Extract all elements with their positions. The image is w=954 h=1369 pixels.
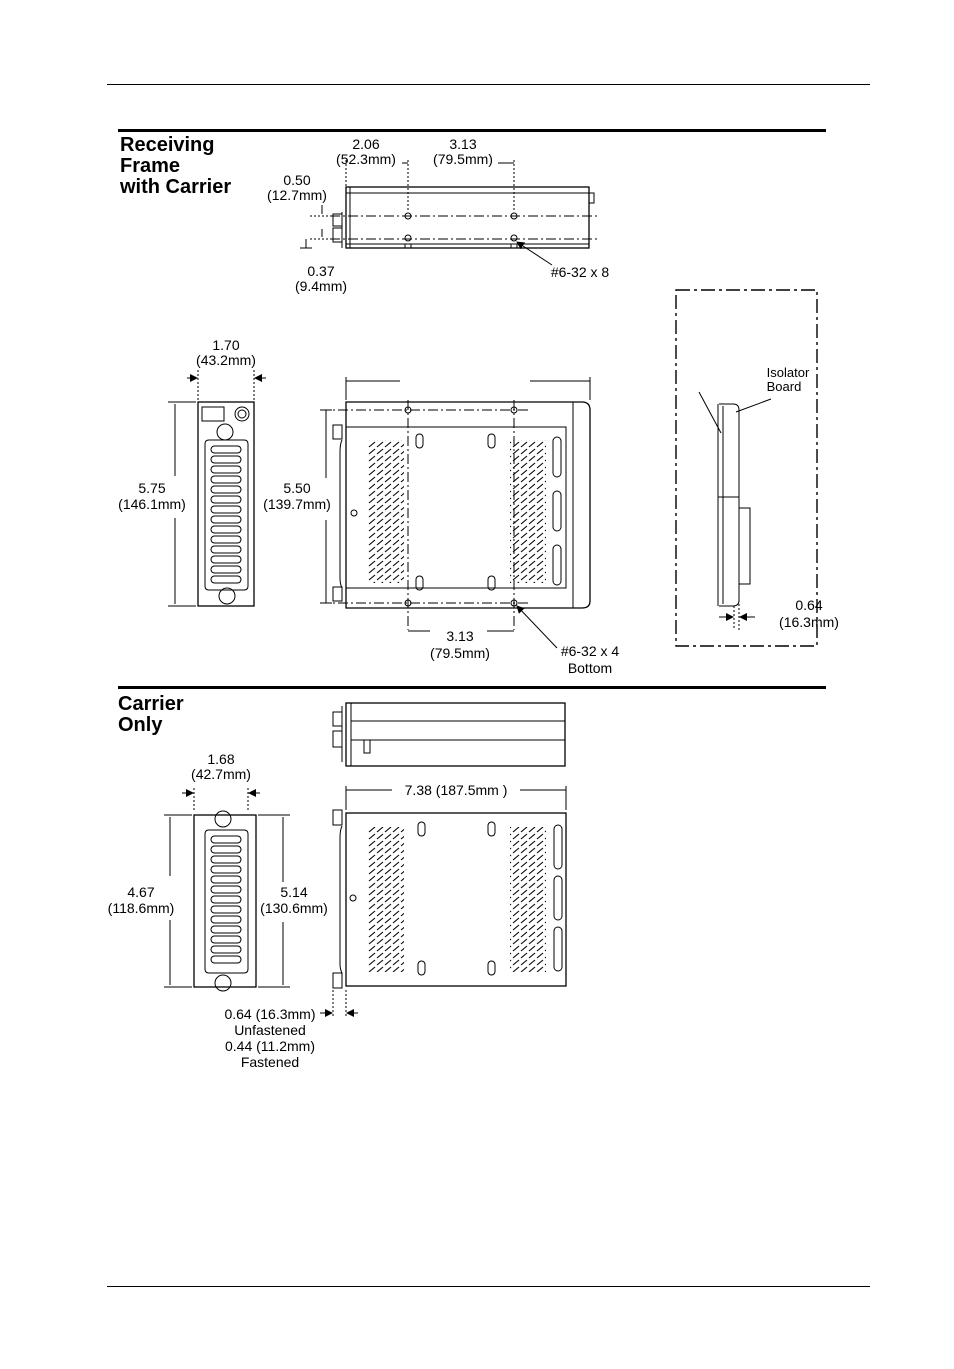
vent-slot <box>210 555 242 564</box>
dim-5-50-mm: (139.7mm) <box>263 496 331 512</box>
dim-3-13-bottom-mm: (79.5mm) <box>430 645 490 661</box>
carrier-title: Carrier Only <box>118 694 184 736</box>
vent-slot <box>210 895 242 904</box>
section-rule-carrier <box>118 686 826 689</box>
dim-fastened: 0.44 (11.2mm) <box>225 1038 315 1054</box>
vent-slot <box>210 465 242 474</box>
vent-slot <box>210 915 242 924</box>
dim-0-50: 0.50 <box>283 172 310 188</box>
dim-5-50: 5.50 <box>283 480 310 496</box>
vent-pattern <box>368 827 404 972</box>
dim-3-13-top-mm: (79.5mm) <box>433 151 493 167</box>
dim-0-64-detail-mm: (16.3mm) <box>779 614 839 630</box>
screw-callout-4: #6-32 x 4 <box>561 643 620 659</box>
section-rule-receiving <box>118 129 826 132</box>
carrier-side-view <box>332 702 566 767</box>
top-slots-2 <box>368 827 546 972</box>
vent-slot <box>210 885 242 894</box>
dim-4-67-mm: (118.6mm) <box>108 900 175 916</box>
screw-callout-8: #6-32 x 8 <box>551 264 610 280</box>
vent-slot <box>210 865 242 874</box>
isolator-detail-view <box>675 289 818 647</box>
dim-3-13-top: 3.13 <box>449 136 476 152</box>
vent-slot <box>210 525 242 534</box>
dim-5-75-mm: (146.1mm) <box>118 496 186 512</box>
dim-2-06: 2.06 <box>352 136 379 152</box>
frame-front-view <box>197 401 255 607</box>
dim-1-70-mm: (43.2mm) <box>196 352 256 368</box>
dim-0-50-mm: (12.7mm) <box>267 187 327 203</box>
dim-1-68: 1.68 <box>207 751 234 767</box>
frame-top-view <box>320 377 591 649</box>
vent-slot <box>210 955 242 964</box>
dim-fastened-note: Fastened <box>241 1054 299 1070</box>
dim-5-75: 5.75 <box>138 480 165 496</box>
carrier-title-line: Only <box>118 714 163 736</box>
dim-3-13-bottom: 3.13 <box>446 628 473 644</box>
vent-slot <box>210 485 242 494</box>
vent-slot <box>210 925 242 934</box>
carrier-top-view <box>320 786 567 1017</box>
vent-slot <box>210 905 242 914</box>
dim-unfastened: 0.64 (16.3mm) <box>224 1006 315 1022</box>
vent-slot <box>210 515 242 524</box>
dim-7-38: 7.38 (187.5mm ) <box>405 782 508 798</box>
frame-side-view <box>300 160 600 266</box>
front-slots-2 <box>210 835 242 964</box>
dim-0-37: 0.37 <box>307 263 334 279</box>
top-slots-1 <box>368 440 546 583</box>
dimension-labels: 2.06 (52.3mm) 3.13 (79.5mm) 0.50 (12.7mm… <box>108 136 839 1070</box>
carrier-front-view <box>164 788 290 992</box>
vent-slot <box>210 935 242 944</box>
screw-callout-4-note: Bottom <box>568 660 612 676</box>
front-slots-1 <box>210 445 242 584</box>
vent-slot <box>210 475 242 484</box>
dim-5-14-mm: (130.6mm) <box>260 900 328 916</box>
receiving-title: Receiving Frame with Carrier <box>120 135 231 198</box>
vent-slot <box>210 945 242 954</box>
dim-1-68-mm: (42.7mm) <box>191 766 251 782</box>
receiving-title-line: Frame <box>120 155 181 177</box>
dim-2-06-mm: (52.3mm) <box>336 151 396 167</box>
vent-slot <box>210 495 242 504</box>
vent-slot <box>210 575 242 584</box>
vent-slot <box>210 835 242 844</box>
dim-5-14: 5.14 <box>280 884 307 900</box>
dim-unfastened-note: Unfastened <box>234 1022 306 1038</box>
dim-0-37-mm: (9.4mm) <box>295 278 347 294</box>
carrier-title-line: Carrier <box>118 693 184 715</box>
dim-0-64-detail: 0.64 <box>795 597 822 613</box>
vent-slot <box>210 445 242 454</box>
vent-slot <box>210 565 242 574</box>
receiving-title-line: Receiving <box>120 134 215 156</box>
vent-slot <box>210 845 242 854</box>
header-rule <box>107 84 870 85</box>
vent-slot <box>210 875 242 884</box>
frame-front-dims <box>168 370 266 607</box>
vent-slot <box>210 855 242 864</box>
receiving-title-line: with Carrier <box>120 176 232 198</box>
vent-pattern <box>368 440 404 583</box>
dim-4-67: 4.67 <box>127 884 154 900</box>
vent-pattern <box>510 827 546 972</box>
isolator-label: Isolator <box>767 365 810 380</box>
isolator-label-2: Board <box>767 379 802 394</box>
vent-slot <box>210 505 242 514</box>
dim-1-70: 1.70 <box>212 337 239 353</box>
vent-slot <box>210 455 242 464</box>
vent-pattern <box>510 440 546 583</box>
vent-slot <box>210 535 242 544</box>
footer-rule <box>107 1286 870 1287</box>
vent-slot <box>210 545 242 554</box>
